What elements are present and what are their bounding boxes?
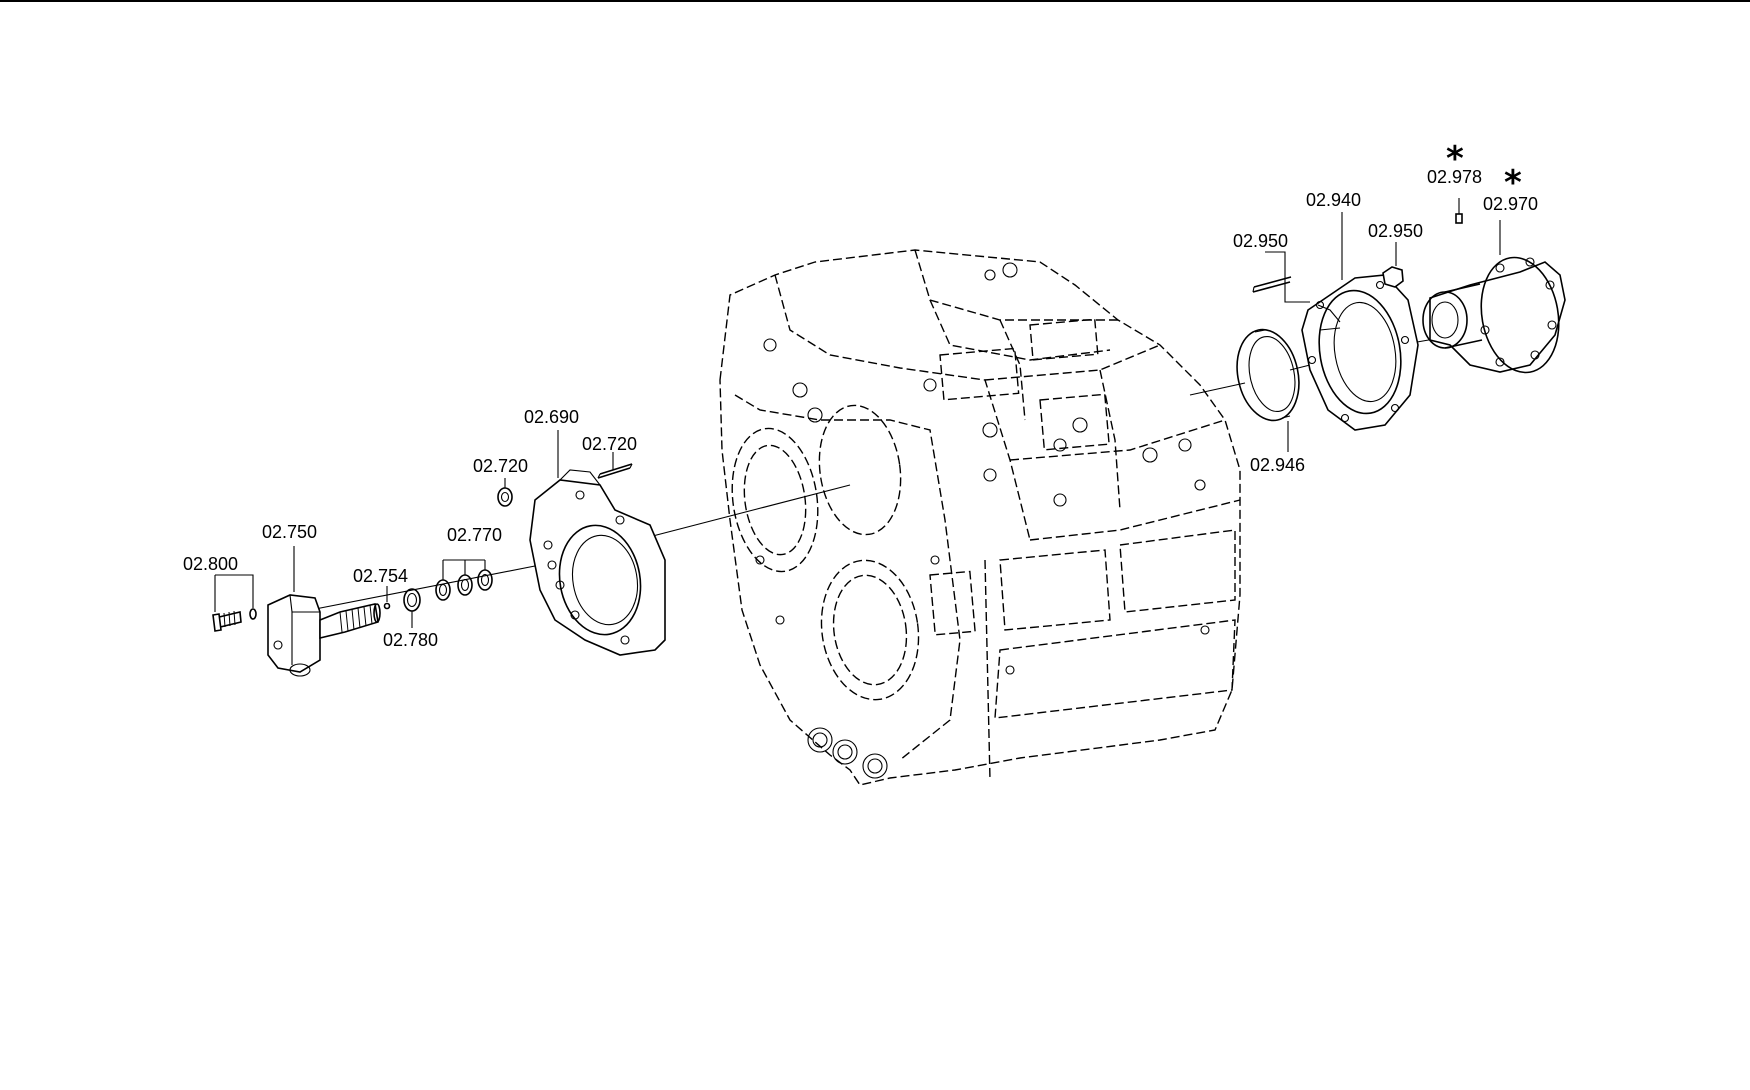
part-02946-seal bbox=[1236, 328, 1300, 422]
part-02978-nipple bbox=[1455, 213, 1463, 224]
label-02800: 02.800 bbox=[183, 554, 238, 574]
label-02978: 02.978 bbox=[1427, 167, 1482, 187]
label-02970: 02.970 bbox=[1483, 194, 1538, 214]
part-02720-pin bbox=[597, 463, 633, 479]
part-02950-plug bbox=[1382, 266, 1404, 288]
label-02940: 02.940 bbox=[1306, 190, 1361, 210]
part-02970-output-flange bbox=[1422, 256, 1566, 374]
part-02780-ring bbox=[403, 588, 421, 612]
top-border-line bbox=[0, 0, 1750, 2]
part-02690-cover bbox=[529, 469, 666, 656]
assembly-axis-right bbox=[1189, 382, 1246, 396]
label-02770: 02.770 bbox=[447, 525, 502, 545]
label-02754: 02.754 bbox=[353, 566, 408, 586]
asterisk-marker-02978: * bbox=[1446, 139, 1464, 179]
part-02750-valve bbox=[267, 594, 381, 677]
label-02720-right: 02.720 bbox=[582, 434, 637, 454]
label-02720-left: 02.720 bbox=[473, 456, 528, 476]
label-02750: 02.750 bbox=[262, 522, 317, 542]
assembly-axis-left-outer bbox=[644, 484, 851, 539]
label-02946: 02.946 bbox=[1250, 455, 1305, 475]
label-02690: 02.690 bbox=[524, 407, 579, 427]
part-02800-screw bbox=[212, 608, 257, 632]
part-02720-plug bbox=[497, 487, 513, 507]
label-02950-right: 02.950 bbox=[1368, 221, 1423, 241]
asterisk-marker-02970: * bbox=[1504, 163, 1522, 203]
leader-lines bbox=[214, 198, 1501, 628]
gearbox-housing bbox=[719, 249, 1241, 786]
label-02780: 02.780 bbox=[383, 630, 438, 650]
part-02770-rings bbox=[435, 569, 493, 601]
part-02754-ball bbox=[383, 602, 391, 610]
label-02950-left: 02.950 bbox=[1233, 231, 1288, 251]
assembly-axis-left-inner bbox=[299, 564, 541, 613]
part-02940-flange bbox=[1301, 274, 1419, 431]
